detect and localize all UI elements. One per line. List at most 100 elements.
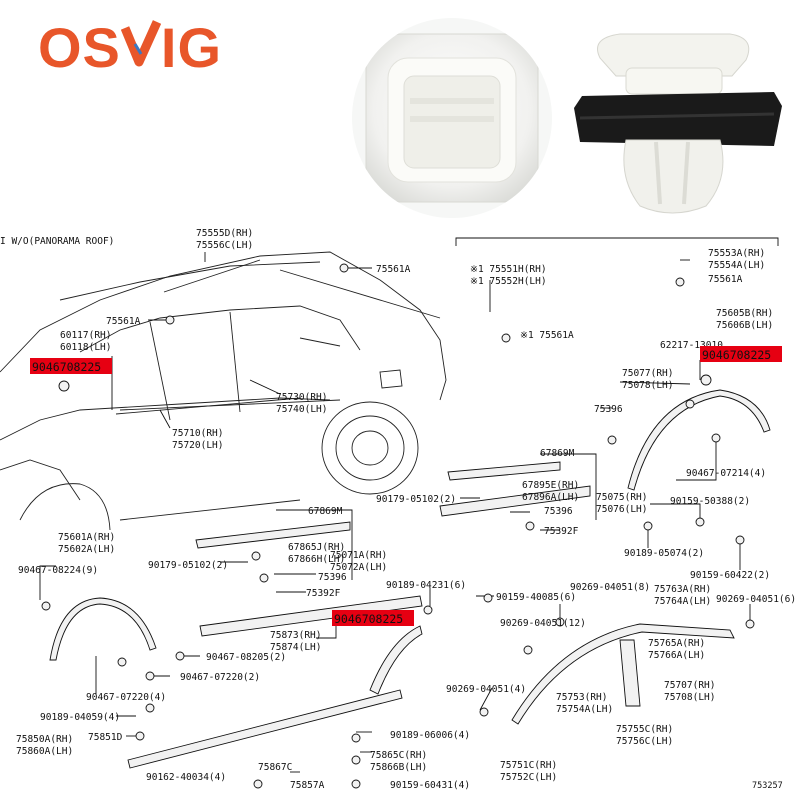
label-67865F: 67865J(RH) bbox=[288, 542, 345, 553]
label-75556C: 75556C(LH) bbox=[196, 240, 253, 251]
label-75755C: 75755C(RH) bbox=[616, 724, 673, 735]
label-75554A: 75554A(LH) bbox=[708, 260, 765, 271]
label-75873: 75873(RH) bbox=[270, 630, 321, 641]
highlight-label-left: 9046708225 bbox=[32, 360, 101, 374]
rear-door-lower-moulding bbox=[369, 625, 423, 695]
label-90162: 90162-40034(4) bbox=[146, 772, 226, 783]
label-75601A: 75601A(RH) bbox=[58, 532, 115, 543]
label-75551H: ※1 75551H(RH) bbox=[470, 264, 547, 275]
label-67895E: 67895E(RH) bbox=[522, 480, 579, 491]
label-75605B: 75605B(RH) bbox=[716, 308, 773, 319]
label-75754A: 75754A(LH) bbox=[556, 704, 613, 715]
side-step-moulding bbox=[127, 689, 403, 769]
clip-side-photo bbox=[560, 18, 788, 218]
label-75764A: 75764A(LH) bbox=[654, 596, 711, 607]
rear-wheel-arch-moulding bbox=[627, 389, 771, 491]
label-75753: 75753(RH) bbox=[556, 692, 607, 703]
label-75850A: 75850A(RH) bbox=[16, 734, 73, 745]
label-90179-mid: 90179-05102(2) bbox=[148, 560, 228, 571]
label-90189-05074: 90189-05074(2) bbox=[624, 548, 704, 559]
label-75874: 75874(LH) bbox=[270, 642, 321, 653]
label-75071A: 75071A(RH) bbox=[330, 550, 387, 561]
label-75072A: 75072A(LH) bbox=[330, 562, 387, 573]
label-75561A-mid: ※1 75561A bbox=[520, 330, 574, 341]
label-75075: 75075(RH) bbox=[596, 492, 647, 503]
label-67869M-mid: 67869M bbox=[308, 506, 343, 517]
label-75076: 75076(LH) bbox=[596, 504, 647, 515]
label-90189-06006: 90189-06006(4) bbox=[390, 730, 470, 741]
label-90159-50388: 90159-50388(2) bbox=[670, 496, 750, 507]
label-75396-r: 75396 bbox=[594, 404, 623, 415]
label-75860A: 75860A(LH) bbox=[16, 746, 73, 757]
brand-prefix: OS bbox=[38, 16, 121, 79]
label-90159-60422: 90159-60422(2) bbox=[690, 570, 770, 581]
label-75751C: 75751C(RH) bbox=[500, 760, 557, 771]
rear-door-garnish bbox=[439, 485, 591, 517]
label-75865C: 75865C(RH) bbox=[370, 750, 427, 761]
label-75392F-mid: 75392F bbox=[306, 588, 341, 599]
label-75851D: 75851D bbox=[88, 732, 123, 743]
label-90467-07220-2: 90467-07220(2) bbox=[180, 672, 260, 683]
label-75730: 75730(RH) bbox=[276, 392, 327, 403]
clip-top-image bbox=[352, 18, 552, 218]
label-90467-08205: 90467-08205(2) bbox=[206, 652, 286, 663]
clip-top-photo bbox=[352, 18, 552, 218]
label-62217: 62217-13010 bbox=[660, 340, 723, 351]
clip-icon-left bbox=[58, 380, 70, 392]
vehicle-outline bbox=[0, 251, 447, 531]
label-90269-04051-6: 90269-04051(6) bbox=[716, 594, 796, 605]
door-belt-moulding bbox=[511, 623, 735, 725]
label-75766A: 75766A(LH) bbox=[648, 650, 705, 661]
label-75707: 75707(RH) bbox=[664, 680, 715, 691]
label-67896A: 67896A(LH) bbox=[522, 492, 579, 503]
label-60117: 60117(RH) bbox=[60, 330, 111, 341]
figure-code: 753257 bbox=[752, 781, 783, 791]
label-90467-07214: 90467-07214(4) bbox=[686, 468, 766, 479]
highlight-part-center: 9046708225 bbox=[332, 610, 414, 626]
label-75857A: 75857A bbox=[290, 780, 325, 791]
label-75561A-l: 75561A bbox=[106, 316, 141, 327]
label-75555D: 75555D(RH) bbox=[196, 228, 253, 239]
highlight-part-left: 9046708225 bbox=[30, 358, 112, 374]
label-90189-04231: 90189-04231(6) bbox=[386, 580, 466, 591]
label-90269-04051-8: 90269-04051(8) bbox=[570, 582, 650, 593]
label-90269-04051-12: 90269-04051(12) bbox=[500, 618, 586, 629]
label-75756C: 75756C(LH) bbox=[616, 736, 673, 747]
label-75392F-top: 75392F bbox=[544, 526, 579, 537]
label-90159-60431: 90159-60431(4) bbox=[390, 780, 470, 791]
label-90159-40085: 90159-40085(6) bbox=[496, 592, 576, 603]
highlight-label-center: 9046708225 bbox=[334, 612, 403, 626]
label-75396-l: 75396 bbox=[318, 572, 347, 583]
brand-suffix: IG bbox=[160, 16, 223, 79]
label-90179-top: 90179-05102(2) bbox=[376, 494, 456, 505]
header-note: I W/O(PANORAMA ROOF) bbox=[0, 236, 114, 247]
label-90189-04059: 90189-04059(4) bbox=[40, 712, 120, 723]
label-75763A: 75763A(RH) bbox=[654, 584, 711, 595]
label-90269-04051-4: 90269-04051(4) bbox=[446, 684, 526, 695]
clip-side-image bbox=[560, 18, 788, 218]
label-75077: 75077(RH) bbox=[622, 368, 673, 379]
label-75553A: 75553A(RH) bbox=[708, 248, 765, 259]
highlight-label-right: 9046708225 bbox=[702, 348, 771, 362]
pillar-garnish bbox=[619, 639, 641, 707]
fasteners bbox=[41, 263, 755, 789]
label-75396-m: 75396 bbox=[544, 506, 573, 517]
label-90467-08224: 90467-08224(9) bbox=[18, 565, 98, 576]
label-75740: 75740(LH) bbox=[276, 404, 327, 415]
rear-door-upper-garnish bbox=[447, 461, 561, 481]
label-75720: 75720(LH) bbox=[172, 440, 223, 451]
label-75602A: 75602A(LH) bbox=[58, 544, 115, 555]
clip-icon-right bbox=[700, 374, 712, 386]
label-75708: 75708(LH) bbox=[664, 692, 715, 703]
label-75867C: 75867C bbox=[258, 762, 292, 773]
checkmark-v-icon bbox=[120, 20, 161, 67]
front-door-garnish bbox=[195, 521, 351, 549]
label-75866B: 75866B(LH) bbox=[370, 762, 427, 773]
rocker-panel-moulding bbox=[199, 595, 423, 637]
label-75078: 75078(LH) bbox=[622, 380, 673, 391]
label-75765A: 75765A(RH) bbox=[648, 638, 705, 649]
label-60118: 60118(LH) bbox=[60, 342, 111, 353]
label-67866H: 67866H(LH) bbox=[288, 554, 345, 565]
